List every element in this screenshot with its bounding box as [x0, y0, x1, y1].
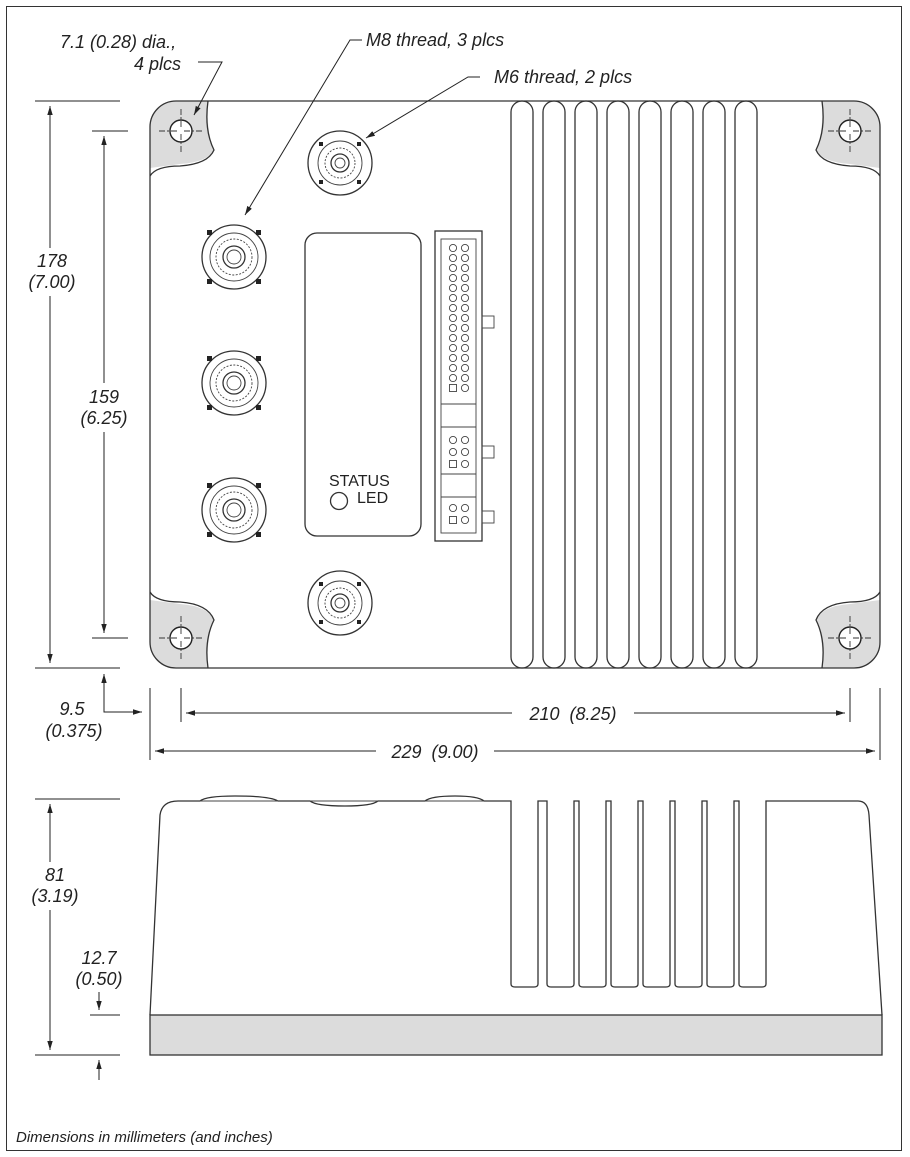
dim-12-7-mm: 12.7 — [81, 948, 117, 968]
dim-9-5-mm: 9.5 — [59, 699, 85, 719]
m6-terminal-1 — [307, 130, 373, 196]
heatsink-fins-top — [510, 100, 758, 669]
dim-lines-side — [35, 798, 120, 1080]
base-plate — [149, 1014, 883, 1056]
drawing-frame — [6, 6, 902, 1151]
dim-159-in: (6.25) — [80, 408, 127, 428]
dim-178-mm: 178 — [37, 251, 67, 271]
dim-81-in: (3.19) — [31, 886, 78, 906]
dim-159-mm: 159 — [89, 387, 119, 407]
dim-81-mm: 81 — [45, 865, 65, 885]
status-led-label-2: LED — [357, 490, 388, 507]
controller-outline — [149, 100, 881, 669]
mount-hole-callout-1: 7.1 (0.28) dia., — [60, 32, 176, 52]
footnote: Dimensions in millimeters (and inches) — [16, 1129, 273, 1146]
dim-178-in: (7.00) — [28, 272, 75, 292]
dim-12-7-in: (0.50) — [75, 969, 122, 989]
side-view — [149, 795, 883, 1056]
dim-229: 229 (9.00) — [390, 742, 478, 762]
dim-lines-top — [35, 100, 881, 760]
m8-terminal-1 — [201, 224, 267, 290]
status-panel — [304, 232, 422, 537]
top-view: STATUS LED — [149, 100, 881, 669]
callout-leaders — [193, 39, 480, 216]
m6-thread-callout: M6 thread, 2 plcs — [494, 67, 632, 87]
m8-terminal-3 — [201, 477, 267, 543]
status-led — [329, 491, 349, 511]
dim-210: 210 (8.25) — [528, 704, 616, 724]
mount-hole-callout-2: 4 plcs — [134, 54, 181, 74]
m8-terminal-2 — [201, 350, 267, 416]
dim-9-5-in: (0.375) — [45, 721, 102, 741]
connector-block — [434, 230, 495, 542]
m8-thread-callout: M8 thread, 3 plcs — [366, 30, 504, 50]
status-led-label-1: STATUS — [329, 473, 390, 490]
m6-terminal-2 — [307, 570, 373, 636]
